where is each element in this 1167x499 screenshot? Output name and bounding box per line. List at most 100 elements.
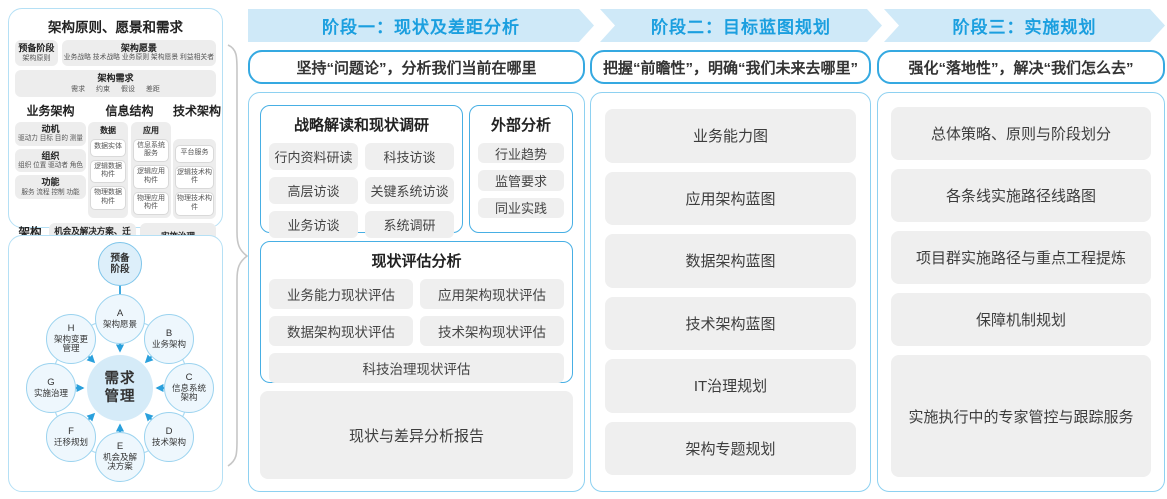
framework-title: 架构原则、愿景和需求	[48, 20, 183, 35]
external-chip: 行业趋势	[478, 143, 564, 164]
external-chip: 同业实践	[478, 197, 564, 218]
organization-title: 组织	[41, 150, 60, 161]
information-structure-header: 信息结构	[105, 103, 154, 118]
deliverable-box: 实施执行中的专家管控与跟踪服务	[891, 355, 1151, 477]
prep-vision-row: 预备阶段 架构原则 架构愿景 业务战略 技术战略 业务原则 架构愿景 利益相关者	[15, 40, 216, 67]
strategy-survey-grid: 行内资料研读 科技访谈 高层访谈 关键系统访谈 业务访谈 系统调研	[269, 143, 454, 238]
adm-node-letter: H	[67, 322, 75, 334]
adm-node-label: 架构愿景	[102, 318, 137, 329]
assessment-chip: 科技治理现状评估	[269, 353, 564, 383]
adm-node-label: 架构变更管理	[53, 333, 88, 354]
phase2-subtitle-box: 把握“前瞻性”，明确“我们未来去哪里”	[590, 50, 871, 84]
survey-chip: 行内资料研读	[269, 143, 358, 170]
external-analysis-title: 外部分析	[490, 117, 551, 134]
adm-prep-node: 预备阶段	[98, 242, 142, 286]
architecture-framework-panel: 架构原则、愿景和需求 预备阶段 架构原则 架构愿景 业务战略 技术战略 业务原则…	[8, 8, 223, 260]
technology-chip: 平台服务	[175, 144, 214, 163]
deliverable-box: 保障机制规划	[891, 293, 1151, 347]
technology-architecture-column: 技术架构 平台服务 逻辑技术构件 物理技术构件	[173, 102, 222, 219]
vision-title: 架构愿景	[120, 43, 157, 53]
survey-chip: 业务访谈	[269, 211, 358, 238]
phase2-content-container: 业务能力图 应用架构蓝图 数据架构蓝图 技术架构蓝图 IT治理规划 架构专题规划	[590, 92, 871, 492]
architecture-requirements-box: 架构需求 需求 约束 假设 差距	[15, 70, 216, 97]
application-group-title: 应用	[143, 125, 160, 135]
deliverable-box: 架构专题规划	[605, 421, 856, 475]
adm-node-label: 信息系统架构	[171, 382, 206, 403]
deliverable-box: 项目群实施路径与重点工程提炼	[891, 231, 1151, 285]
deliverable-box: IT治理规划	[605, 359, 856, 413]
motivation-sub: 驱动力 目标 目的 测量	[18, 134, 83, 142]
strategy-survey-box: 战略解读和现状调研 行内资料研读 科技访谈 高层访谈 关键系统访谈 业务访谈 系…	[260, 105, 463, 238]
requirements-sub: 需求 约束 假设 差距	[71, 85, 160, 93]
adm-node-letter: E	[116, 440, 124, 452]
survey-chip: 关键系统访谈	[365, 177, 454, 204]
function-sub: 服务 流程 控制 功能	[21, 188, 80, 196]
data-chip: 物理数据构件	[90, 186, 127, 210]
phase1-subtitle-box: 坚持“问题论”，分析我们当前在哪里	[248, 50, 585, 84]
adm-node-letter: G	[47, 376, 55, 388]
phase2-header-band: 阶段二：目标蓝图规划	[600, 9, 882, 42]
adm-node-letter: A	[116, 307, 124, 319]
vision-sub: 业务战略 技术战略 业务原则 架构愿景 利益相关者	[63, 54, 214, 62]
adm-node-letter: D	[165, 425, 173, 437]
requirements-title: 架构需求	[97, 73, 134, 84]
external-analysis-box: 外部分析 行业趋势 监管要求 同业实践	[469, 105, 573, 233]
application-chip: 物理应用构件	[133, 191, 170, 216]
phase3-content-container: 总体策略、原则与阶段划分 各条线实施路径线路图 项目群实施路径与重点工程提炼 保…	[877, 92, 1165, 492]
adm-node-label: 实施治理	[33, 387, 68, 398]
phase3-header-label: 阶段三：实施规划	[952, 18, 1097, 37]
survey-chip: 高层访谈	[269, 177, 358, 204]
deliverable-box: 总体策略、原则与阶段划分	[891, 107, 1151, 161]
external-chip: 监管要求	[478, 170, 564, 191]
data-group-title: 数据	[100, 125, 117, 135]
brace-connector	[227, 44, 249, 467]
deliverable-box: 应用架构蓝图	[605, 171, 856, 225]
assessment-grid: 业务能力现状评估 应用架构现状评估 数据架构现状评估 技术架构现状评估 科技治理…	[269, 279, 564, 383]
information-groups: 数据 数据实体 逻辑数据构件 物理数据构件 应用 信息系统服务 逻辑应用构件 物…	[88, 121, 172, 219]
architecture-domains-row: 业务架构 动机 驱动力 目标 目的 测量 组织 组织 位置 驱动者 角色 功能 …	[15, 102, 222, 219]
phase1-top-row: 战略解读和现状调研 行内资料研读 科技访谈 高层访谈 关键系统访谈 业务访谈 系…	[260, 105, 573, 238]
adm-center-node: 需求管理	[87, 355, 153, 421]
business-architecture-column: 业务架构 动机 驱动力 目标 目的 测量 组织 组织 位置 驱动者 角色 功能 …	[15, 102, 87, 219]
adm-center-label: 需求管理	[104, 370, 136, 405]
data-chip: 数据实体	[90, 138, 127, 157]
organization-box: 组织 组织 位置 驱动者 角色	[15, 148, 87, 173]
technology-architecture-header: 技术架构	[173, 103, 222, 118]
adm-node-label: 机会及解决方案	[102, 451, 137, 472]
assessment-chip: 技术架构现状评估	[420, 316, 564, 346]
prep-phase-sub: 架构原则	[22, 55, 51, 63]
deliverable-box: 技术架构蓝图	[605, 296, 856, 350]
application-chip: 逻辑应用构件	[133, 165, 170, 189]
phase1-subtitle: 坚持“问题论”，分析我们当前在哪里	[296, 59, 537, 77]
phase1-header-band: 阶段一：现状及差距分析	[248, 9, 594, 42]
adm-node-letter: F	[68, 425, 74, 437]
survey-chip: 科技访谈	[365, 143, 454, 170]
adm-node-label: 技术架构	[151, 436, 186, 447]
architecture-vision-box: 架构愿景 业务战略 技术战略 业务原则 架构愿景 利益相关者	[61, 40, 216, 67]
phase2-header-label: 阶段二：目标蓝图规划	[651, 18, 831, 37]
phase1-content-container: 战略解读和现状调研 行内资料研读 科技访谈 高层访谈 关键系统访谈 业务访谈 系…	[248, 92, 585, 492]
phase3-header-band: 阶段三：实施规划	[884, 9, 1165, 42]
data-chip: 逻辑数据构件	[90, 159, 127, 184]
adm-node-letter: C	[185, 371, 193, 383]
motivation-title: 动机	[41, 123, 60, 134]
technology-chip: 逻辑技术构件	[175, 165, 214, 190]
phase3-subtitle-box: 强化“落地性”，解决“我们怎么去”	[877, 50, 1165, 84]
deliverable-box: 业务能力图	[605, 109, 856, 163]
function-title: 功能	[41, 177, 60, 188]
survey-chip: 系统调研	[365, 211, 454, 238]
business-architecture-header: 业务架构	[26, 103, 75, 118]
phase2-subtitle: 把握“前瞻性”，明确“我们未来去哪里”	[602, 59, 858, 77]
adm-prep-label: 预备阶段	[110, 252, 130, 275]
assessment-box: 现状评估分析 业务能力现状评估 应用架构现状评估 数据架构现状评估 技术架构现状…	[260, 241, 573, 383]
